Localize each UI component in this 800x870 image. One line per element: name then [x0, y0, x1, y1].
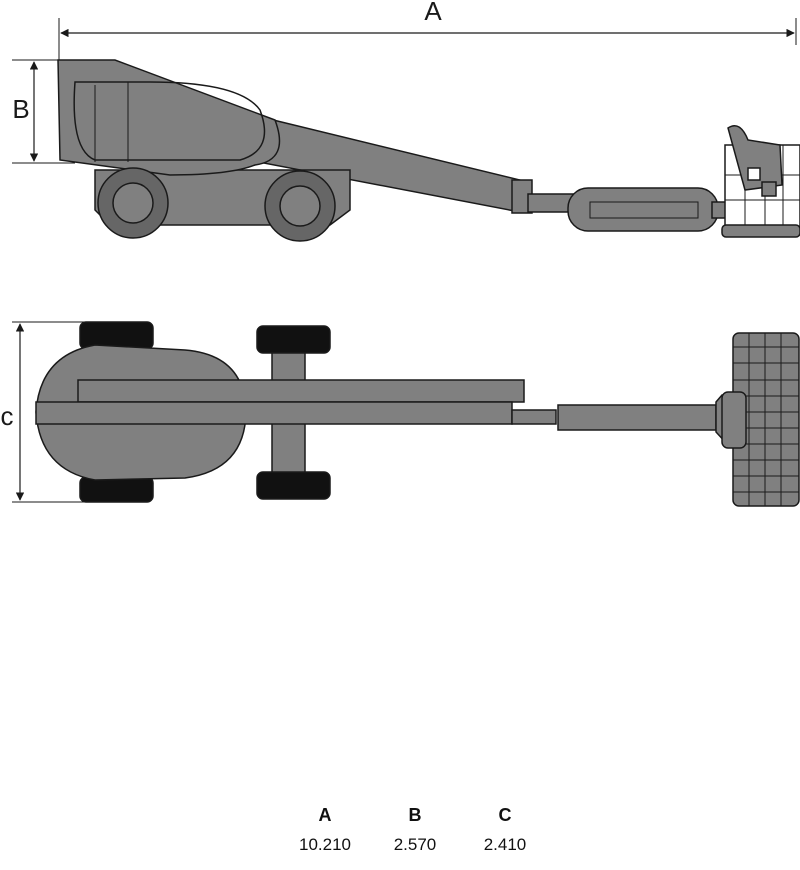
top-tire-front-bottom — [79, 476, 154, 503]
value-c: 2.410 — [483, 835, 527, 854]
value-b: 2.570 — [393, 835, 437, 854]
dimension-c-label: c — [1, 401, 14, 431]
dimension-a-label: A — [424, 0, 442, 26]
side-wheel-front — [97, 167, 169, 239]
dimension-table-header: A B C — [280, 800, 550, 830]
header-b: B — [408, 805, 422, 825]
dimension-c: c — [1, 321, 85, 503]
top-boom-link — [511, 409, 557, 425]
dimension-a: A — [58, 0, 797, 60]
top-jib — [557, 404, 717, 431]
side-view — [57, 59, 800, 242]
dimension-table-values: 10.210 2.570 2.410 — [280, 830, 550, 860]
top-view — [35, 321, 800, 507]
side-basket — [721, 125, 800, 238]
side-boom-link — [527, 193, 574, 213]
top-tire-rear-top — [256, 325, 331, 354]
dimension-table: A B C 10.210 2.570 2.410 — [280, 800, 550, 860]
top-basket — [721, 332, 800, 507]
top-main-boom-upper — [77, 379, 525, 403]
side-turntable — [57, 59, 281, 176]
boom-lift-dimension-diagram: A B — [1, 0, 800, 507]
side-wheel-rear — [264, 170, 336, 242]
dimension-b-label: B — [12, 94, 29, 124]
top-main-boom-lower — [35, 401, 513, 425]
header-c: C — [498, 805, 512, 825]
dimension-b: B — [12, 59, 75, 164]
top-tire-front-top — [79, 321, 154, 350]
value-a: 10.210 — [299, 835, 351, 854]
header-a: A — [318, 805, 332, 825]
top-tire-rear-bottom — [256, 471, 331, 500]
